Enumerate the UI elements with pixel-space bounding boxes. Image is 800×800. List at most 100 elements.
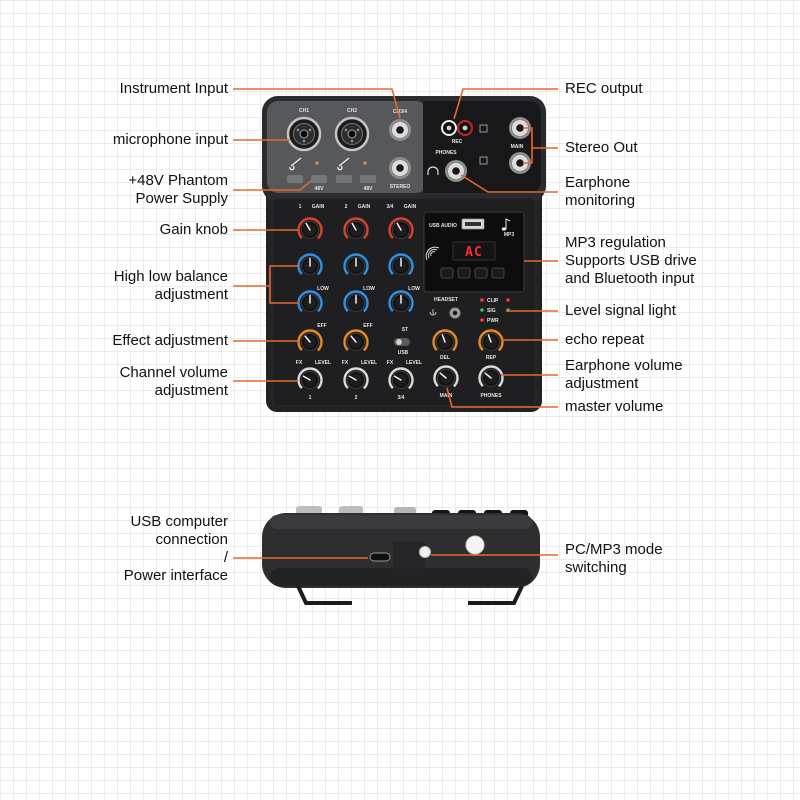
channel-number: 2 (355, 395, 358, 401)
signal-icon (425, 246, 440, 261)
callout-text: USB computer (130, 513, 228, 530)
callout-text: Earphone (565, 174, 631, 191)
sig-led (480, 308, 484, 312)
device-labels: CH1 CH2 CH3/4 STEREO 48V 48V REC PHONES … (296, 108, 524, 401)
knob-ring (433, 365, 459, 391)
ch2-label: CH2 (347, 108, 357, 114)
phones-knob-label: PHONES (480, 393, 502, 399)
callout-text: adjustment (565, 375, 639, 392)
knob-ring (388, 367, 414, 393)
instrument-jack (389, 119, 411, 141)
effect-knob-ch1 (297, 329, 323, 355)
leader-line-rec-output (453, 88, 558, 120)
del-label: DEL (440, 355, 450, 361)
knob-pointer (304, 335, 311, 343)
output-mode-icon (479, 156, 488, 165)
knob-ring (343, 367, 369, 393)
mp3-button-mode (491, 267, 505, 279)
main-out-jack-right (509, 152, 531, 174)
fx-label: FX (342, 360, 349, 366)
callout-text: Power Supply (135, 190, 228, 207)
guitar-icon (289, 157, 302, 171)
echo-repeat-knob (478, 329, 504, 355)
phones-volume-knob (478, 365, 504, 391)
ch1-label: CH1 (299, 108, 309, 114)
st-usb-switch-thumb (396, 339, 402, 345)
leader-line-phantom-power (233, 180, 312, 191)
mp3-button-2 (457, 267, 471, 279)
level-knob-ch34 (388, 367, 414, 393)
callout-text: Channel volume (119, 364, 228, 381)
level-knob-ch2 (343, 367, 369, 393)
output-mode-icon (479, 124, 488, 133)
callout-pc-mp3-switching: PC/MP3 mode switching (565, 541, 795, 577)
leader-line-master-volume (446, 387, 558, 408)
knob-ring (343, 253, 369, 279)
rec-label: REC (452, 139, 463, 145)
callout-text: switching (565, 559, 627, 576)
effect-knob-ch2 (343, 329, 369, 355)
phones-out-label: PHONES (435, 150, 457, 156)
knob-pointer (350, 335, 357, 343)
high-knob-ch2 (343, 253, 369, 279)
knob-pointer (351, 222, 357, 231)
mixer-side-view (262, 506, 540, 605)
clip-label: CLIP (487, 298, 499, 304)
high-knob-ch1 (297, 253, 323, 279)
callout-gain-knob: Gain knob (0, 221, 228, 239)
phantom-led (315, 161, 319, 165)
led-display (452, 241, 496, 261)
channel-number: 1 (309, 395, 312, 401)
master-volume-knob (433, 365, 459, 391)
clip-led (480, 298, 484, 302)
leader-lines (233, 88, 558, 559)
callout-text: Power interface (123, 567, 228, 584)
mixer-top-view: CH1 CH2 CH3/4 STEREO 48V 48V REC PHONES … (262, 96, 546, 412)
stand-leg-right (468, 585, 524, 605)
phantom-button-ch2 (360, 175, 376, 183)
rec-rca-right (457, 120, 473, 136)
side-lower-band (270, 568, 532, 586)
knob-pointer (439, 372, 447, 379)
headset-jack (449, 307, 461, 319)
callout-usb-power: USB computer connection / Power interfac… (0, 513, 228, 585)
callout-text: adjustment (154, 382, 228, 399)
knob-pointer (305, 222, 311, 231)
callout-effect-adjustment: Effect adjustment (0, 332, 228, 350)
gain-knob-ch1 (297, 217, 323, 243)
low-label: LOW (317, 286, 329, 292)
knob-pointer (441, 334, 446, 343)
phantom-label: 48V (364, 186, 374, 192)
knob-ring (388, 253, 414, 279)
knob-ring (343, 290, 369, 316)
callout-text: master volume (565, 398, 664, 415)
guitar-icon (337, 157, 350, 171)
callout-mp3-regulation: MP3 regulation Supports USB drive and Bl… (565, 234, 795, 288)
knob-ring (343, 329, 369, 355)
leader-line-earphone-monitoring (460, 174, 558, 193)
level-knob-ch1 (297, 367, 323, 393)
callout-master-volume: master volume (565, 398, 795, 416)
level-label: LEVEL (406, 360, 422, 366)
low-label: LOW (408, 286, 420, 292)
callout-text: REC output (565, 80, 643, 97)
pwr-label: PWR (487, 318, 499, 324)
knob-pointer (393, 375, 402, 381)
main-out-jack-left (509, 117, 531, 139)
output-panel-edge (423, 101, 435, 193)
pc-mp3-mode-button (419, 546, 431, 558)
switch-recess (393, 541, 425, 569)
callout-text: microphone input (112, 131, 228, 148)
side-top-face (270, 515, 532, 529)
high-knob-ch34 (388, 253, 414, 279)
gain-label: GAIN (404, 204, 417, 210)
knob-pointer (396, 222, 402, 231)
mp3-button-1 (440, 267, 454, 279)
low-knob-ch1 (297, 290, 323, 316)
pwr-led (480, 318, 484, 322)
leader-line-high-low-balance (233, 265, 299, 304)
callout-rec-output: REC output (565, 80, 795, 98)
callout-text: adjustment (154, 286, 228, 303)
gain-label: GAIN (358, 204, 371, 210)
